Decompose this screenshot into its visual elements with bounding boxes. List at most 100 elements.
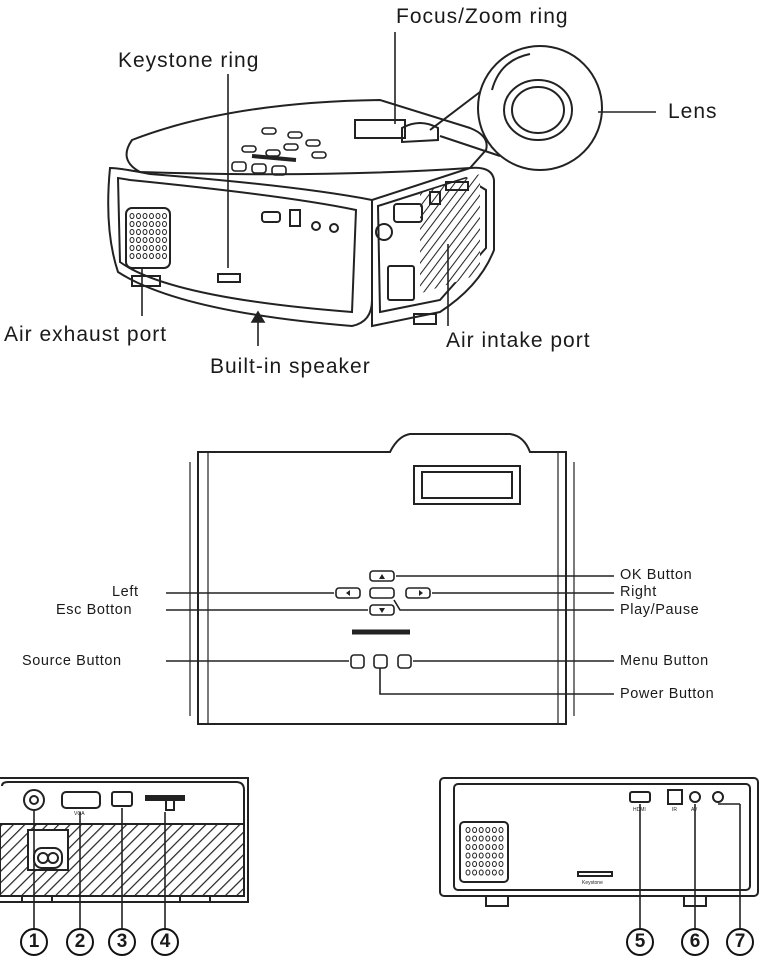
vent-hole (162, 253, 167, 259)
vent-hole (129, 229, 135, 235)
vent-hole (491, 835, 497, 842)
vent-hole (485, 852, 491, 859)
vent-hole (142, 245, 148, 251)
port-number-7: 7 (726, 928, 754, 956)
vent-hole (162, 237, 167, 243)
port-number-3: 3 (108, 928, 136, 956)
vent-hole (491, 852, 497, 859)
vent-hole (136, 213, 141, 219)
vent-hole (136, 221, 141, 227)
vent-hole (498, 827, 504, 833)
vent-hole (149, 229, 154, 235)
vent-hole (465, 869, 471, 876)
vent-hole (485, 827, 491, 833)
vent-hole (491, 827, 497, 833)
av-mark: AV (691, 807, 698, 813)
vent-hole (491, 844, 497, 850)
port-number-1: 1 (20, 928, 48, 956)
vent-hole (162, 229, 167, 235)
vent-hole (478, 835, 484, 842)
air-intake-label: Air intake port (446, 329, 591, 352)
vent-hole (485, 844, 491, 850)
port-number-4: 4 (151, 928, 179, 956)
source-label: Source Button (22, 653, 122, 669)
vent-hole (478, 844, 484, 850)
vent-hole (478, 852, 484, 859)
vent-hole (142, 213, 148, 219)
vent-hole (498, 861, 504, 867)
air-exhaust-label: Air exhaust port (4, 323, 168, 346)
vent-hole (472, 835, 478, 842)
ir-mark: IR (672, 807, 677, 813)
vent-hole (136, 253, 141, 259)
vent-hole (136, 237, 141, 243)
vent-hole (498, 844, 504, 850)
vent-hole (472, 827, 478, 833)
vent-hole (149, 245, 154, 251)
port-number-6: 6 (681, 928, 709, 956)
vent-hole (155, 245, 161, 251)
play-pause-label: Play/Pause (620, 602, 700, 618)
vent-hole (149, 213, 154, 219)
keystone-mark: Keystone (582, 880, 603, 886)
vent-hole (162, 245, 167, 251)
vent-hole (149, 221, 154, 227)
vga-mark: VGA (74, 811, 85, 817)
focus-zoom-label: Focus/Zoom ring (396, 5, 569, 28)
projector-body (107, 98, 495, 328)
port-number-2: 2 (66, 928, 94, 956)
vent-hole (155, 221, 161, 227)
vent-hole (129, 245, 135, 251)
vent-hole (129, 221, 135, 227)
vent-hole (485, 835, 491, 842)
vent-hole (465, 827, 471, 833)
vent-hole (478, 869, 484, 876)
vent-hole (465, 861, 471, 867)
vent-hole (485, 869, 491, 876)
vent-hole (162, 221, 167, 227)
vent-hole (498, 869, 504, 876)
vent-hole (129, 253, 135, 259)
speaker-label: Built-in speaker (210, 355, 371, 378)
left-label: Left (112, 584, 139, 600)
vent-hole (136, 245, 141, 251)
vent-hole (142, 221, 148, 227)
side-view-ports (0, 777, 249, 903)
vent-hole (162, 213, 167, 219)
vent-hole (472, 861, 478, 867)
vent-hole (465, 844, 471, 850)
lens-label: Lens (668, 100, 718, 123)
exhaust-holes (129, 213, 167, 259)
back-view (439, 777, 759, 907)
esc-label: Esc Botton (56, 602, 133, 618)
vent-hole (155, 237, 161, 243)
vent-hole (136, 229, 141, 235)
vent-hole (129, 213, 135, 219)
vent-hole (465, 835, 471, 842)
vent-hole (149, 237, 154, 243)
vent-hole (142, 253, 148, 259)
vent-hole (129, 237, 135, 243)
vent-hole (478, 861, 484, 867)
right-label: Right (620, 584, 657, 600)
top-view (189, 433, 575, 725)
port-number-5: 5 (626, 928, 654, 956)
lens-callout (429, 45, 603, 171)
menu-label: Menu Button (620, 653, 709, 669)
vent-hole (478, 827, 484, 833)
vent-hole (498, 852, 504, 859)
vent-hole (498, 835, 504, 842)
vent-hole (472, 852, 478, 859)
vent-hole (155, 229, 161, 235)
ok-label: OK Button (620, 567, 693, 583)
back-exhaust-holes (465, 827, 504, 876)
vent-hole (155, 253, 161, 259)
vent-hole (472, 844, 478, 850)
vent-hole (142, 229, 148, 235)
vent-hole (491, 869, 497, 876)
vent-hole (149, 253, 154, 259)
power-label: Power Button (620, 686, 715, 702)
vent-hole (465, 852, 471, 859)
vent-hole (491, 861, 497, 867)
